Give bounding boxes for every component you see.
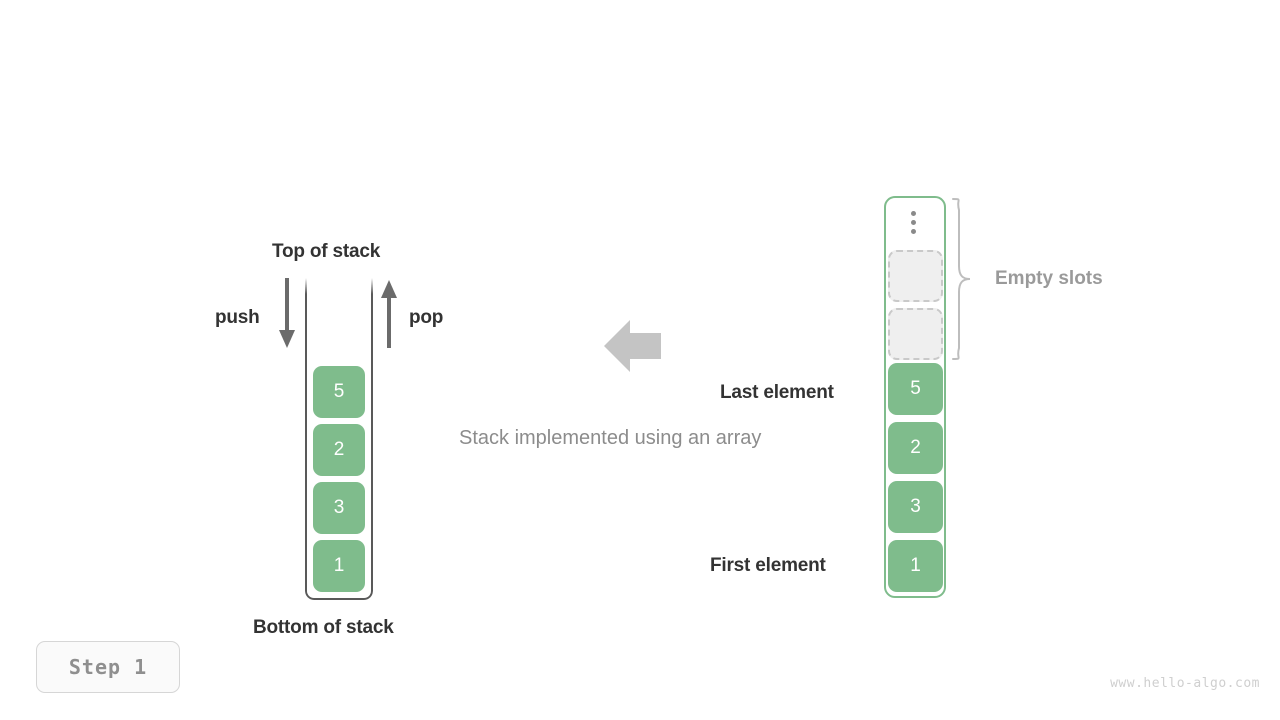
array-cell: 5 — [888, 363, 943, 415]
diagram-caption: Stack implemented using an array — [459, 427, 762, 449]
array-empty-slot — [888, 250, 943, 302]
watermark: www.hello-algo.com — [1110, 676, 1260, 691]
stack-element: 1 — [313, 540, 365, 592]
pop-label: pop — [409, 307, 444, 328]
first-element-label: First element — [710, 555, 826, 576]
array-empty-slot — [888, 308, 943, 360]
stack-element: 2 — [313, 424, 365, 476]
bottom-of-stack-label: Bottom of stack — [253, 617, 394, 638]
step-badge: Step 1 — [36, 641, 180, 693]
arrow-down-icon — [279, 278, 295, 348]
last-element-label: Last element — [720, 382, 834, 403]
array-cell: 1 — [888, 540, 943, 592]
stack-element: 3 — [313, 482, 365, 534]
arrow-left-icon — [604, 320, 661, 372]
vertical-dots-icon — [908, 211, 920, 237]
empty-slots-brace — [952, 198, 971, 360]
arrow-up-icon — [381, 280, 397, 348]
array-cell: 2 — [888, 422, 943, 474]
stack-element: 5 — [313, 366, 365, 418]
empty-slots-label: Empty slots — [995, 268, 1103, 289]
push-label: push — [215, 307, 260, 328]
top-of-stack-label: Top of stack — [272, 241, 381, 262]
stack-vessel — [305, 278, 373, 600]
array-cell: 3 — [888, 481, 943, 533]
